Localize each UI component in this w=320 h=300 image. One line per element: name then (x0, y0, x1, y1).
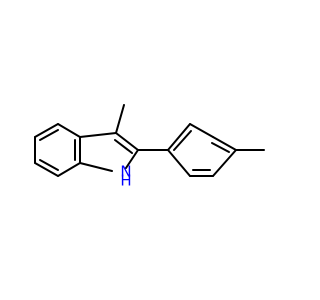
nitrogen-label: N (120, 163, 131, 181)
bond-c2-n1 (125, 149, 139, 169)
bond-c3a-c4 (57, 123, 81, 138)
bond-n1-c7a (79, 162, 113, 172)
double-bond-c4-c5 (39, 129, 59, 141)
bond-c7-c7a (57, 162, 81, 177)
bond-c6-c7 (34, 162, 59, 177)
bond-c3a-c3 (79, 132, 117, 138)
bond-c3-methyl (115, 104, 125, 134)
bond-ar3-ar4 (212, 136, 237, 151)
double-bond-c3-c2 (114, 139, 133, 154)
bond-ar4-ar5 (212, 149, 237, 177)
molecule-diagram: N H (34, 104, 265, 190)
bond-ar6-ar1 (167, 149, 191, 177)
hydrogen-label: H (120, 172, 131, 190)
bond-ar1-ar2 (167, 123, 191, 151)
double-bond-ar1-ar2 (173, 130, 192, 151)
double-bond-c6-c7 (39, 159, 59, 171)
bond-ar2-ar3 (189, 123, 214, 138)
bond-c3-c2 (115, 132, 139, 151)
bond-c4-c5 (34, 123, 59, 138)
structure-canvas: N H (34, 104, 265, 190)
double-bond-ar3-ar4 (211, 142, 230, 153)
